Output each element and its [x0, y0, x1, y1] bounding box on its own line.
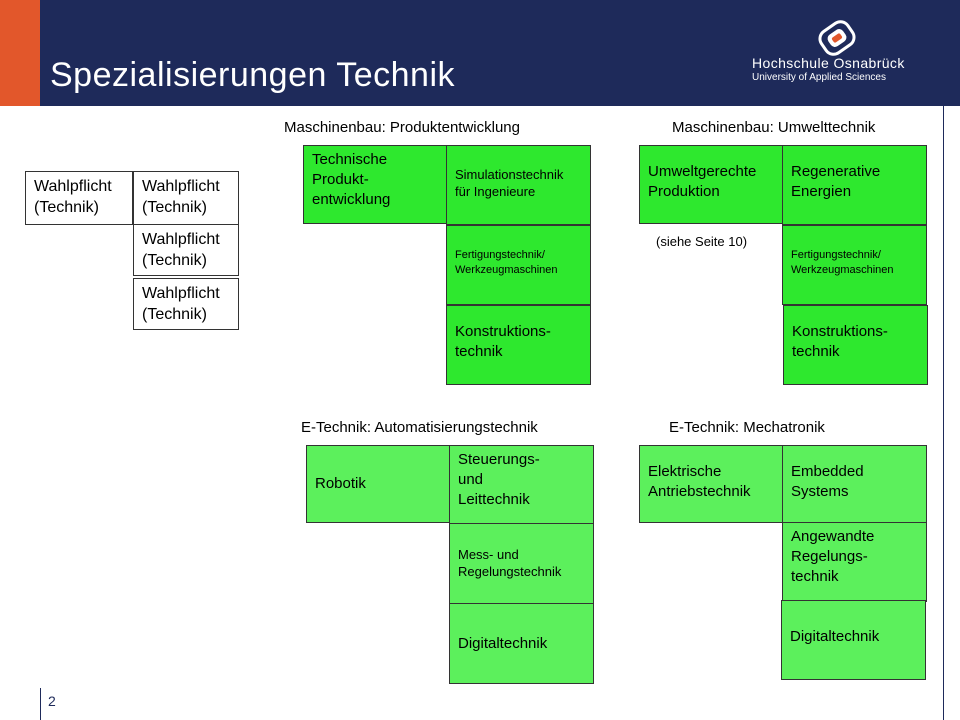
right-divider [943, 106, 944, 720]
page-number: 2 [48, 693, 56, 709]
section-heading-mb-umwelt: Maschinenbau: Umwelttechnik [672, 119, 876, 136]
wahlpflicht-box: Wahlpflicht (Technik) [25, 171, 133, 225]
page-reference-note: (siehe Seite 10) [656, 234, 748, 249]
module-box: Embedded Systems [782, 445, 927, 523]
footer-divider [40, 688, 41, 720]
module-box: Mess- und Regelungstechnik [449, 523, 594, 604]
module-box: Konstruktions- technik [446, 305, 591, 385]
slide-title: Spezialisierungen Technik [50, 56, 456, 94]
module-box: Konstruktions- technik [783, 305, 928, 385]
module-box: Elektrische Antriebstechnik [639, 445, 784, 523]
logo-subtitle: University of Applied Sciences [752, 72, 886, 83]
logo-name: Hochschule Osnabrück [752, 55, 905, 71]
module-box: Digitaltechnik [781, 600, 926, 680]
slide-header [0, 0, 960, 106]
module-box: Angewandte Regelungs- technik [782, 522, 927, 602]
module-box: Digitaltechnik [449, 603, 594, 684]
module-box: Umweltgerechte Produktion [639, 145, 784, 224]
header-accent-bar [0, 0, 40, 106]
wahlpflicht-box: Wahlpflicht (Technik) [133, 224, 239, 276]
module-box: Steuerungs- und Leittechnik [449, 445, 594, 524]
wahlpflicht-box: Wahlpflicht (Technik) [133, 278, 239, 330]
wahlpflicht-box: Wahlpflicht (Technik) [133, 171, 239, 225]
section-heading-et-auto: E-Technik: Automatisierungstechnik [301, 419, 538, 436]
module-box: Robotik [306, 445, 451, 523]
module-box: Fertigungstechnik/ Werkzeugmaschinen [446, 225, 591, 305]
section-heading-mb-produkt: Maschinenbau: Produktentwicklung [284, 119, 520, 136]
section-heading-et-mecha: E-Technik: Mechatronik [669, 419, 825, 436]
module-box: Regenerative Energien [782, 145, 927, 225]
module-box: Technische Produkt- entwicklung [303, 145, 448, 224]
module-box: Fertigungstechnik/ Werkzeugmaschinen [782, 225, 927, 305]
module-box: Simulationstechnik für Ingenieure [446, 145, 591, 225]
university-logo-icon [818, 20, 856, 56]
